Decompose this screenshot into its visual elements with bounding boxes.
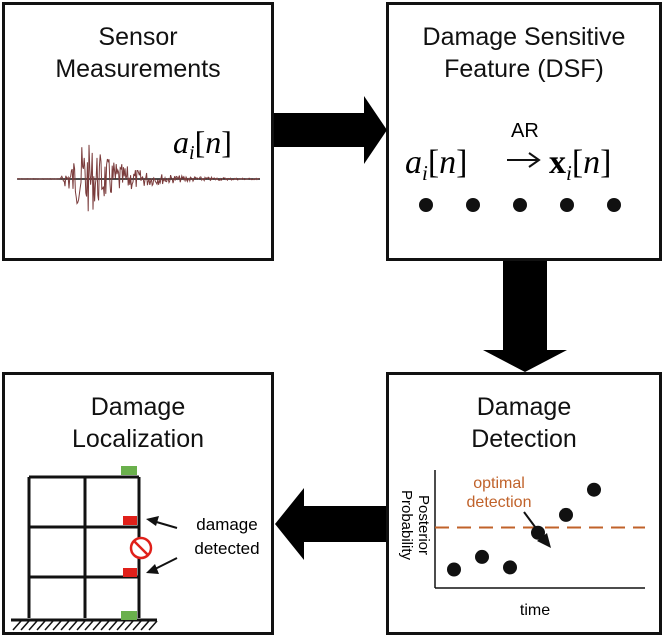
- dsf-dots: [419, 198, 621, 212]
- damage-localization-panel: Damage Localization damage detected: [2, 372, 274, 635]
- sensor-title-line1: Sensor: [98, 23, 178, 51]
- detection-points: [447, 482, 601, 577]
- detection-point: [531, 525, 545, 540]
- dsf-feature-vector: xi[n]: [549, 144, 612, 185]
- sensor-bottom: [121, 611, 137, 620]
- annotation-label-line1: damage: [196, 515, 257, 534]
- detection-point: [475, 549, 489, 564]
- annotation-arrowhead-lower: [146, 564, 159, 574]
- damage-prohibited-icon: [129, 536, 153, 560]
- dsf-title-line1: Damage Sensitive: [422, 23, 626, 51]
- arrow-detection-to-localization: [275, 488, 386, 560]
- dsf-panel: Damage Sensitive Feature (DSF) ai[n] AR …: [386, 2, 662, 261]
- ground-hatching: [12, 620, 158, 631]
- dsf-input-signal: ai[n]: [405, 144, 468, 185]
- sensor-measurements-panel: Sensor Measurements ai[n]: [2, 2, 274, 261]
- ar-label: AR: [511, 120, 539, 142]
- detection-title-line2: Detection: [471, 425, 577, 453]
- dsf-equation: ai[n] AR xi[n]: [405, 120, 621, 212]
- y-axis-label-line2: Probability: [398, 490, 415, 561]
- arrow-dsf-to-detection: [483, 261, 567, 372]
- localization-title-line1: Damage: [90, 393, 186, 421]
- y-axis-label-line1: Posterior: [415, 495, 432, 555]
- ar-arrow-head: [528, 152, 541, 168]
- dsf-dot: [513, 198, 527, 212]
- building-frame: damage detected: [11, 466, 260, 631]
- detection-point: [559, 507, 573, 522]
- threshold-label-line2: detection: [467, 494, 532, 511]
- arrow-sensor-to-dsf: [274, 96, 387, 164]
- dsf-dot: [560, 198, 574, 212]
- damage-marker-lower: [123, 568, 137, 577]
- detection-point: [447, 562, 461, 577]
- dsf-dot: [607, 198, 621, 212]
- dsf-title-line2: Feature (DSF): [444, 55, 604, 83]
- x-axis-label: time: [520, 602, 550, 619]
- dsf-dot: [466, 198, 480, 212]
- detection-point: [503, 560, 517, 575]
- damage-detection-panel: Damage Detection Posterior Probability t…: [386, 372, 662, 635]
- threshold-pointer-arrowhead: [537, 533, 551, 548]
- detection-title-line1: Damage: [476, 393, 572, 421]
- threshold-label-line1: optimal: [473, 475, 525, 492]
- detection-point: [587, 482, 601, 497]
- localization-title-line2: Localization: [71, 425, 205, 453]
- sensor-top: [121, 466, 137, 475]
- waveform-signal: [17, 144, 260, 212]
- detection-chart: Posterior Probability time optimal detec…: [398, 470, 645, 619]
- frame-lines: [27, 475, 141, 618]
- waveform-plot: ai[n]: [17, 124, 260, 212]
- annotation-arrow-lower: [152, 557, 178, 571]
- sensor-signal-label: ai[n]: [173, 124, 232, 164]
- damage-marker-upper: [123, 516, 137, 525]
- annotation-label-line2: detected: [194, 539, 259, 558]
- dsf-dot: [419, 198, 433, 212]
- sensor-title-line2: Measurements: [55, 55, 221, 83]
- annotation-arrowhead-upper: [146, 516, 159, 526]
